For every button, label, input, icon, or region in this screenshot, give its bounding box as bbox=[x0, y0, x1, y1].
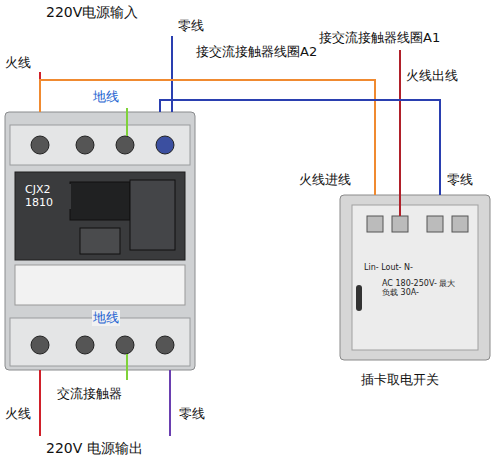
wiring-label: 插卡取电开关 bbox=[360, 372, 440, 388]
switch-body bbox=[352, 205, 478, 350]
wiring-label: 零线 bbox=[446, 172, 474, 188]
card-slot bbox=[356, 285, 362, 311]
model-number: CJX2 1810 bbox=[25, 184, 71, 209]
wiring-label: 接交流接触器线圈A2 bbox=[195, 44, 318, 60]
live-output-wire bbox=[399, 50, 401, 216]
wiring-label: 220V电源输入 bbox=[45, 4, 139, 21]
wiring-label: 接交流接触器线圈A1 bbox=[318, 30, 441, 46]
neutral-output-wire bbox=[169, 370, 171, 436]
top-terminals bbox=[31, 136, 174, 154]
wiring-label: 220V 电源输出 bbox=[45, 440, 144, 457]
ground-wire bbox=[126, 354, 128, 380]
contactor-body bbox=[5, 112, 195, 370]
terminal-names: Lin- Lout- N- bbox=[364, 263, 474, 272]
switch-plate bbox=[340, 195, 490, 360]
wiring-label: 零线 bbox=[178, 406, 206, 422]
contactor-face bbox=[15, 172, 185, 260]
armature-window bbox=[70, 182, 130, 220]
wiring-label: 火线 bbox=[4, 55, 32, 71]
wiring-label: 火线 bbox=[4, 406, 32, 422]
card-switch: Lin- Lout- N- AC 180-250V- 最大负载 30A- bbox=[340, 195, 490, 360]
top-terminal-strip bbox=[10, 125, 190, 165]
wiring-label: 交流接触器 bbox=[56, 386, 123, 402]
nameplate-band bbox=[15, 265, 185, 305]
wiring-label: 零线 bbox=[177, 18, 205, 34]
live-output-wire bbox=[39, 370, 41, 436]
armature-button bbox=[80, 228, 120, 254]
neutral-wire bbox=[160, 100, 440, 195]
rating-text: AC 180-250V- 最大负载 30A- bbox=[382, 279, 460, 297]
contactor: CJX2 1810 bbox=[5, 112, 195, 370]
wiring-label: 地线 bbox=[92, 89, 120, 105]
ground-wire bbox=[126, 108, 128, 136]
switch-terminals bbox=[367, 216, 468, 232]
side-block bbox=[130, 180, 175, 250]
wiring-label: 火线出线 bbox=[405, 68, 459, 84]
wiring-label: 火线进线 bbox=[298, 172, 352, 188]
bottom-terminals bbox=[31, 336, 174, 354]
wiring-label: 地线 bbox=[92, 310, 120, 326]
live-input-wire bbox=[40, 80, 375, 195]
